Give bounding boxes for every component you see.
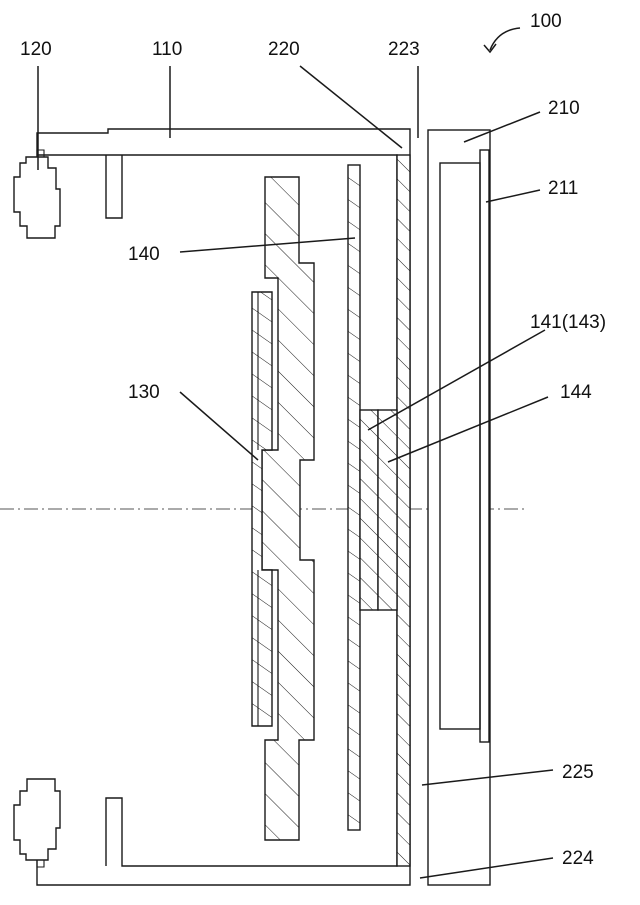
part-141-block — [359, 409, 379, 611]
mount-hook-120-top-notch — [36, 149, 45, 157]
label-110: 110 — [152, 39, 182, 60]
label-140: 140 — [128, 244, 160, 265]
label-220: 220 — [268, 39, 300, 60]
label-223: 223 — [388, 39, 420, 60]
housing-110-outline — [36, 128, 411, 886]
component-130-board — [251, 291, 273, 727]
label-144: 144 — [560, 382, 592, 403]
cover-210 — [427, 129, 491, 886]
component-140-plate — [347, 164, 361, 831]
mount-hook-120-top — [13, 156, 61, 239]
label-225: 225 — [562, 762, 594, 783]
mount-hook-120-bottom-notch — [36, 860, 45, 868]
label-141-143: 141(143) — [530, 312, 606, 333]
mount-hook-120-bottom — [13, 778, 61, 861]
part-144-block — [377, 409, 398, 611]
label-120: 120 — [20, 39, 52, 60]
leader-lines — [37, 27, 554, 879]
label-130: 130 — [128, 382, 160, 403]
label-211: 211 — [548, 178, 578, 199]
label-210: 210 — [548, 98, 580, 119]
inner-wall-220 — [396, 154, 411, 867]
label-100: 100 — [530, 11, 562, 32]
window-211 — [479, 149, 490, 743]
label-224: 224 — [562, 848, 594, 869]
